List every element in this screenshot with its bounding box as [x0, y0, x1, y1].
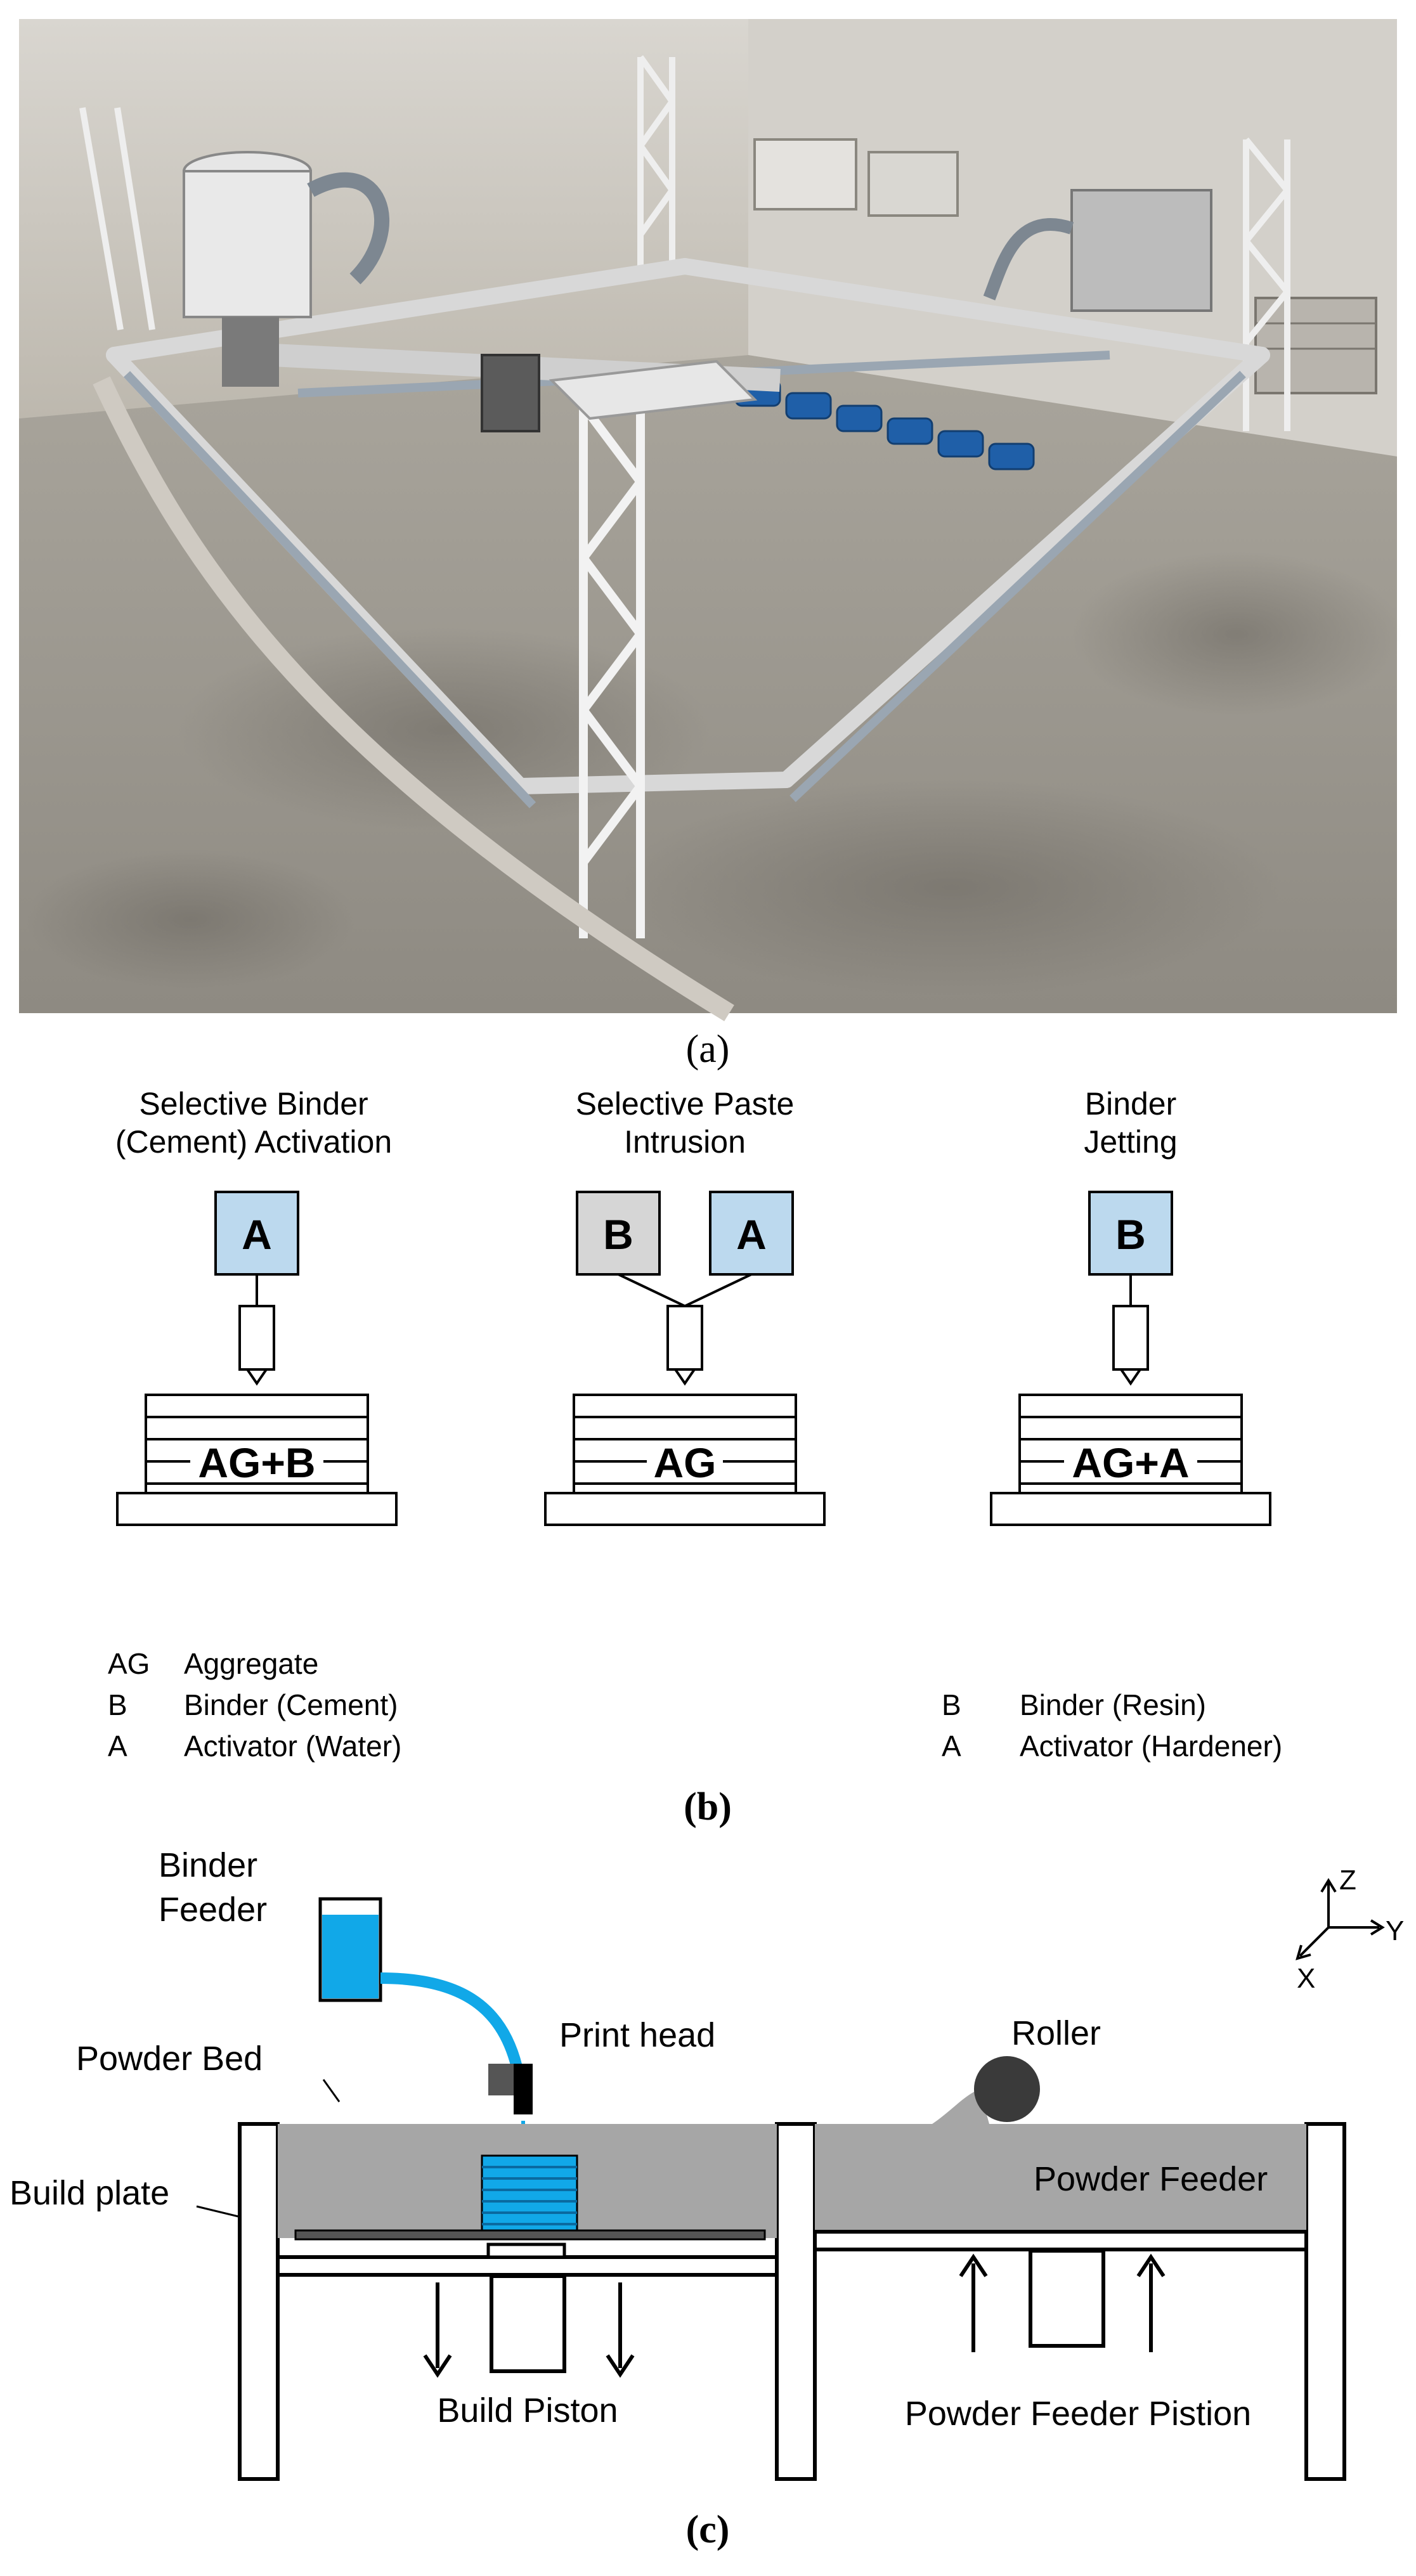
legend-value: Activator (Hardener)	[1020, 1730, 1282, 1763]
panel-b-figure: Selective Binder (Cement) Activation A A…	[108, 1086, 1282, 1828]
nozzle	[1112, 1305, 1149, 1371]
legend-value: Binder (Resin)	[1020, 1688, 1206, 1721]
build-plate	[294, 2229, 766, 2241]
build-chamber-right-wall	[775, 2122, 817, 2481]
legend-value: Activator (Water)	[184, 1730, 401, 1763]
powder-bed-label: Powder Bed	[76, 2040, 263, 2078]
build-piston	[490, 2274, 566, 2373]
activator-box-label: A	[736, 1211, 767, 1258]
layered-bed: AG+A	[990, 1394, 1271, 1526]
build-chamber-floor	[276, 2255, 779, 2277]
process-2-title-line2: Intrusion	[624, 1124, 746, 1160]
legend-key: AG	[108, 1647, 150, 1680]
bed-label: AG+B	[198, 1439, 315, 1486]
activator-box-label: A	[242, 1211, 272, 1258]
bed-base	[990, 1492, 1271, 1526]
panel-a: (a)	[0, 0, 1416, 1078]
layered-bed: AG+B	[116, 1394, 398, 1526]
feeder-piston-arrows	[959, 2253, 1166, 2352]
panel-b: Selective Binder (Cement) Activation A A…	[0, 1078, 1416, 1839]
process-3-title-line1: Binder	[1085, 1086, 1177, 1122]
bed-label: AG	[654, 1439, 717, 1486]
binder-feeder-label-line2: Feeder	[159, 1891, 267, 1929]
legend-key: A	[942, 1730, 961, 1763]
nozzle	[666, 1305, 703, 1371]
binder-box-label: B	[1115, 1211, 1146, 1258]
print-head-label: Print head	[559, 2016, 715, 2054]
activator-box	[709, 1191, 794, 1276]
feeder-chamber-right-wall	[1304, 2122, 1346, 2481]
layered-bed: AG	[544, 1394, 826, 1526]
build-piston-label: Build Piston	[437, 2392, 618, 2430]
build-chamber-left-wall	[238, 2122, 280, 2481]
panel-c: Binder Feeder Print head Z Y X Powder	[0, 1839, 1416, 2576]
binder-box	[576, 1191, 661, 1276]
panel-c-figure: Binder Feeder Print head Z Y X Powder	[10, 1846, 1404, 2551]
build-plate-label: Build plate	[10, 2174, 169, 2212]
process-2-title-line1: Selective Paste	[576, 1086, 795, 1122]
photo	[19, 19, 1401, 1021]
process-binder-jetting: Binder Jetting B AG+A	[990, 1086, 1271, 1526]
legend-key: A	[108, 1730, 127, 1763]
process-1-title-line2: (Cement) Activation	[115, 1124, 392, 1160]
legend-value: Binder (Cement)	[184, 1688, 398, 1721]
process-1-title-line1: Selective Binder	[139, 1086, 368, 1122]
printed-part	[481, 2154, 578, 2239]
legend-key: B	[108, 1688, 127, 1721]
axis-x-label: X	[1297, 1963, 1315, 1994]
panel-b-caption: (b)	[684, 1785, 732, 1828]
powder-feeder	[815, 2089, 1306, 2232]
axes-indicator	[1296, 1878, 1385, 1960]
process-selective-binder-activation: Selective Binder (Cement) Activation A A…	[115, 1086, 398, 1526]
bed-base	[116, 1492, 398, 1526]
build-piston-arrows	[423, 2282, 635, 2378]
binder-feeder-label-line1: Binder	[159, 1846, 257, 1884]
legend-key: B	[942, 1688, 961, 1721]
axis-y-label: Y	[1386, 1915, 1404, 1946]
legend-right: B Binder (Resin) A Activator (Hardener)	[942, 1688, 1282, 1763]
powder-feeder-piston-label: Powder Feeder Pistion	[905, 2395, 1251, 2433]
roller-label: Roller	[1011, 2014, 1101, 2052]
process-selective-paste-intrusion: Selective Paste Intrusion B A AG	[544, 1086, 826, 1526]
process-3-title-line2: Jetting	[1084, 1124, 1177, 1160]
panel-c-caption: (c)	[686, 2508, 730, 2551]
feeder-chamber-floor	[813, 2230, 1308, 2251]
powder-feeder-piston	[1029, 2249, 1105, 2348]
panel-a-figure: (a)	[19, 19, 1401, 1071]
bed-label: AG+A	[1072, 1439, 1189, 1486]
legend-left: AG Aggregate B Binder (Cement) A Activat…	[108, 1647, 401, 1763]
legend-value: Aggregate	[184, 1647, 318, 1680]
activator-box	[214, 1191, 299, 1276]
bed-base	[544, 1492, 826, 1526]
binder-box-label: B	[603, 1211, 633, 1258]
powder-feeder-label: Powder Feeder	[1034, 2160, 1268, 2198]
binder-feeder	[318, 1897, 523, 2069]
axis-z-label: Z	[1339, 1865, 1356, 1896]
nozzle	[238, 1305, 275, 1371]
roller	[974, 2056, 1040, 2122]
panel-a-caption: (a)	[686, 1028, 730, 1071]
